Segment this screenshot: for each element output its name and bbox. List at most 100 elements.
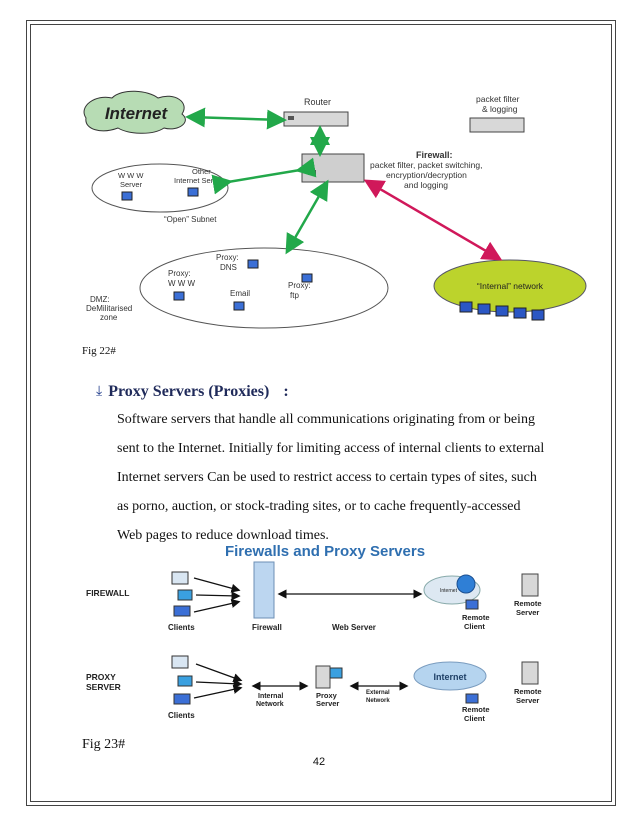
paragraph-line-3: Internet servers Can be used to restrict… (117, 470, 537, 485)
row1-remote-client-label-2: Client (464, 622, 485, 631)
row2-remote-client-icon (465, 693, 479, 704)
www-server-label-2: Server (120, 180, 143, 189)
dmz-label-2: DeMilitarised (86, 304, 132, 313)
arrow-down-icon: ⤓ (96, 384, 103, 399)
firewall-title: Firewall: (416, 150, 453, 160)
firewall-wall-icon (253, 561, 275, 619)
row2-arrow-2 (195, 679, 243, 689)
row2-internet-cloud (413, 661, 487, 691)
arrow-firewall-open-subnet (211, 157, 317, 195)
row2-internal-network-label-1: Internal (258, 693, 283, 700)
dmz-label-3: zone (100, 313, 118, 322)
row1-arrow-2 (195, 591, 241, 601)
row2-clients-label: Clients (168, 711, 195, 720)
section-heading-row: ⤓ Proxy Servers (Proxies) : (96, 383, 289, 401)
row2-remote-client-label-2: Client (464, 714, 485, 723)
email-computer-icon (233, 301, 245, 311)
arrow-firewall-internal (363, 179, 503, 261)
firewall-desc-1: packet filter, packet switching, (370, 160, 482, 170)
row1-remote-client-icon (465, 599, 479, 610)
row2-remote-server-label-1: Remote (514, 687, 542, 696)
open-subnet: W W W Server Other Internet Server “Open… (91, 163, 229, 224)
packet-filter-label-2: & logging (482, 104, 518, 114)
row2-client-icon-1 (171, 655, 189, 669)
row2-internal-network-label-2: Network (256, 701, 284, 708)
page-number: 42 (312, 756, 326, 768)
internal-computer-icon-5 (531, 309, 545, 321)
row2-remote-server-label-2: Server (516, 696, 539, 705)
proxy-ftp-label-1: Proxy: (288, 281, 311, 290)
row2-proxy-server-label-1: Proxy (316, 691, 338, 700)
router-label: Router (304, 97, 331, 107)
row1-remote-server-icon (521, 573, 539, 597)
figure-23-title: Firewalls and Proxy Servers (225, 543, 425, 560)
row2-label-2: SERVER (86, 682, 121, 692)
row2-external-network-label-2: Network (366, 698, 390, 704)
proxy-server-monitor-icon (329, 667, 343, 679)
figure-22-caption: Fig 22# (82, 345, 116, 357)
row1-internet-label: Internet (440, 588, 458, 594)
row2-client-icon-2 (177, 675, 193, 687)
row2-client-icon-3 (173, 693, 191, 705)
proxy-dns-label-2: DNS (220, 263, 237, 272)
row2-arrow-1 (195, 663, 243, 683)
row1-web-server-label: Web Server (332, 623, 376, 632)
www-server-label-1: W W W (118, 171, 144, 180)
row2-remote-client-label-1: Remote (462, 705, 490, 714)
internal-computer-icon-4 (513, 307, 527, 319)
paragraph-line-5: Web pages to reduce download times. (117, 528, 329, 543)
globe-icon (456, 574, 476, 594)
packet-filter-device-icon: packet filter & logging (469, 94, 525, 133)
packet-filter-label-1: packet filter (476, 94, 520, 104)
section-heading: Proxy Servers (Proxies) (108, 383, 270, 400)
heading-colon: : (283, 383, 289, 400)
internal-computer-icon-2 (477, 303, 491, 315)
internal-network: “Internal” network (433, 259, 587, 321)
proxy-dns-label-1: Proxy: (216, 253, 239, 262)
other-server-computer-icon (187, 187, 199, 197)
internal-computer-icon-1 (459, 301, 473, 313)
row2-external-network-label-1: External (366, 690, 390, 696)
row1-firewall-label: Firewall (252, 623, 282, 632)
row2-internet-label: Internet (433, 672, 466, 682)
proxy-ftp-label-2: ftp (290, 291, 299, 300)
other-server-label-2: Internet Server (174, 176, 224, 185)
email-label: Email (230, 289, 250, 298)
other-server-label-1: Other (192, 167, 211, 176)
row2-remote-server-icon (521, 661, 539, 685)
open-subnet-label: “Open” Subnet (164, 215, 217, 224)
internal-network-label: “Internal” network (477, 281, 544, 291)
proxy-www-label-1: Proxy: (168, 269, 191, 278)
www-server-computer-icon (121, 191, 133, 201)
row1-remote-server-label-1: Remote (514, 599, 542, 608)
figure-22-network-diagram: Internet Router packet filter & logging … (83, 90, 587, 329)
internet-label: Internet (105, 104, 169, 123)
internet-cloud: Internet (83, 90, 186, 134)
proxy-www-label-2: W W W (168, 279, 196, 288)
firewall-icon: Firewall: packet filter, packet switchin… (301, 150, 482, 190)
figure-23-firewalls-proxy-diagram: Firewalls and Proxy Servers FIREWALL Cli… (86, 543, 542, 723)
dns-computer-icon (247, 259, 259, 269)
page-border-outer (26, 20, 616, 806)
row1-client-icon-3 (173, 605, 191, 617)
firewall-desc-3: and logging (404, 180, 448, 190)
proxy-server-icon (315, 665, 331, 689)
www-proxy-computer-icon (173, 291, 185, 301)
ftp-computer-icon (301, 273, 313, 283)
row1-client-icon-2 (177, 589, 193, 601)
paragraph-line-1: Software servers that handle all communi… (117, 412, 535, 427)
row1-remote-client-label-1: Remote (462, 613, 490, 622)
page-border-inner (30, 24, 612, 802)
row1-arrow-3 (193, 599, 241, 613)
row1-remote-server-label-2: Server (516, 608, 539, 617)
row2-arrow-3 (193, 684, 243, 699)
row1-clients-label: Clients (168, 623, 195, 632)
arrow-firewall-dmz (285, 179, 329, 255)
row2-proxy-server-label-2: Server (316, 699, 339, 708)
row2-label-1: PROXY (86, 672, 116, 682)
row1-arrow-1 (193, 577, 241, 593)
router-icon: Router (283, 97, 349, 127)
paragraph-line-4: as porno, auction, or stock-trading site… (117, 499, 521, 514)
firewall-desc-2: encryption/decryption (386, 170, 467, 180)
row1-label: FIREWALL (86, 588, 129, 598)
